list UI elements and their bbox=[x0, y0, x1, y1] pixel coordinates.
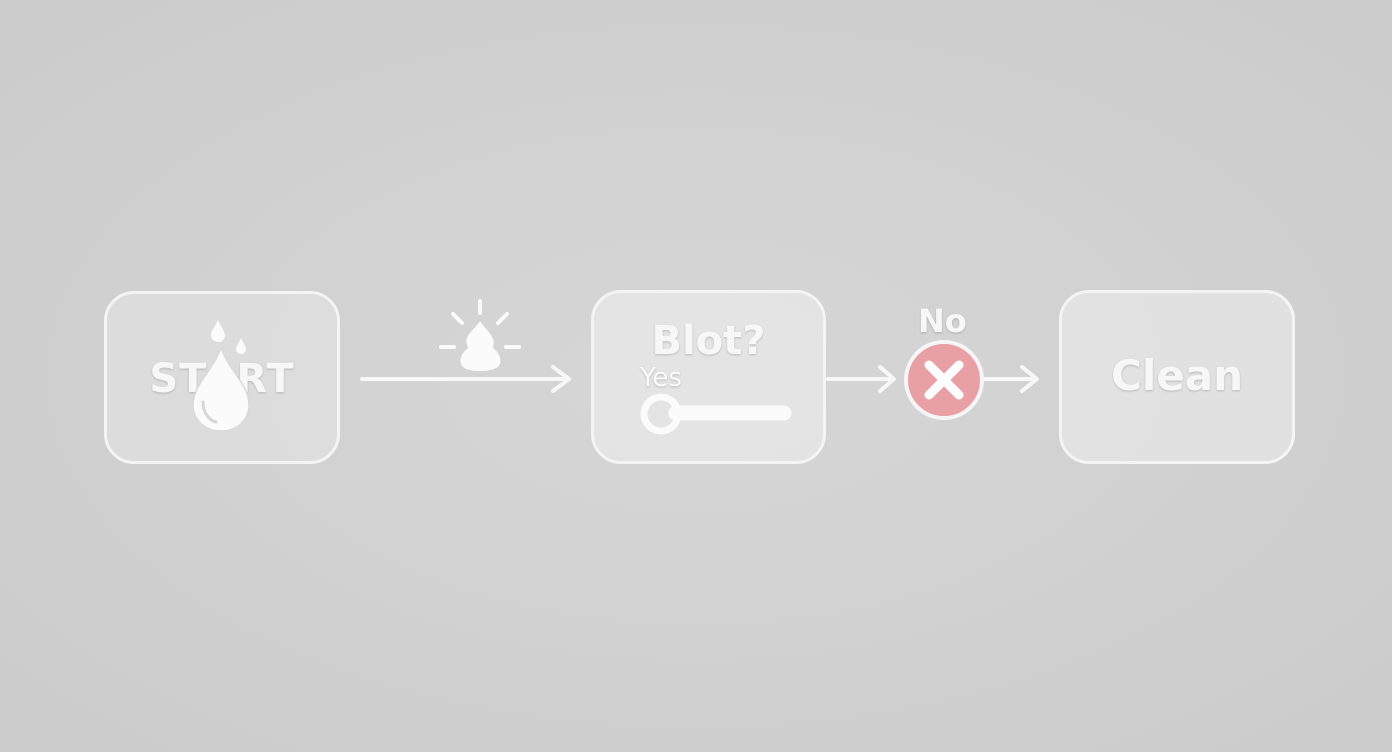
clean-label: Clean bbox=[1111, 351, 1243, 400]
arrow-reject-to-clean bbox=[983, 365, 1039, 393]
yes-label: Yes bbox=[640, 363, 682, 393]
no-label: No bbox=[918, 302, 967, 340]
blot-decision-node: Blot? Yes bbox=[591, 290, 826, 464]
blot-label: Blot? bbox=[651, 318, 766, 364]
clean-node: Clean bbox=[1059, 290, 1295, 464]
magnifier-icon bbox=[640, 393, 792, 435]
arrow-start-to-blot bbox=[360, 365, 571, 393]
water-drop-icon bbox=[192, 320, 250, 432]
stain-icon bbox=[439, 299, 521, 371]
reject-x-icon bbox=[904, 340, 984, 420]
arrow-blot-to-reject bbox=[826, 365, 896, 393]
